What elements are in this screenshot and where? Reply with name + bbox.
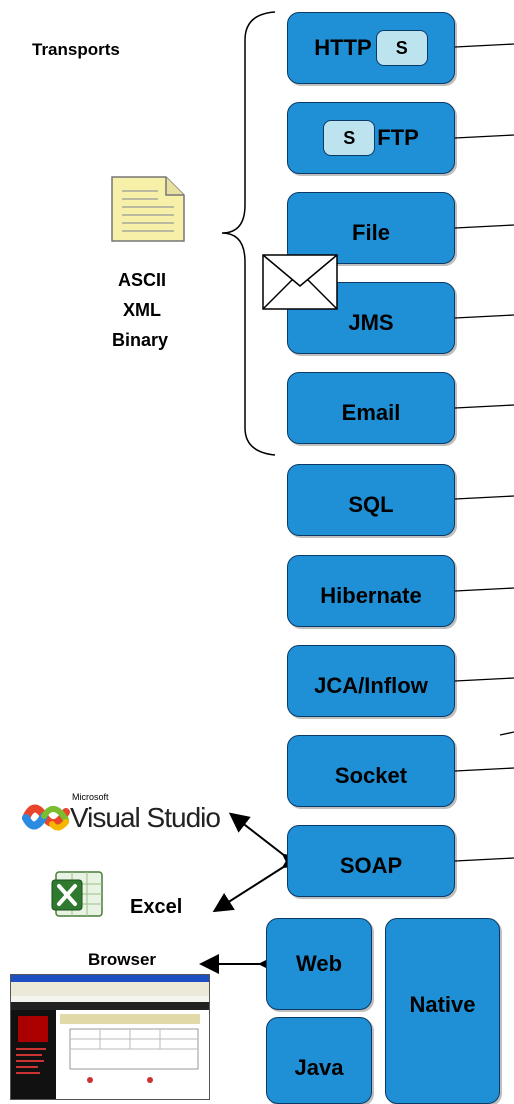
java-box: Java [266, 1017, 372, 1104]
email-label: Email [341, 400, 401, 425]
document-icon [111, 176, 185, 242]
envelope-icon [262, 254, 338, 310]
jca-label: JCA/Inflow [314, 673, 428, 698]
right-connectors [454, 43, 514, 862]
socket-box: Socket [287, 735, 455, 807]
excel-label: Excel [130, 896, 183, 918]
email-box: Email [287, 372, 455, 444]
jms-label: JMS [348, 310, 394, 335]
socket-label: Socket [334, 763, 408, 788]
sql-box: SQL [287, 464, 455, 536]
web-label: Web [295, 951, 343, 976]
http-secure-badge: S [375, 30, 428, 66]
http-box: HTTP S [287, 12, 455, 84]
web-box: Web [266, 918, 372, 1010]
vs-brand: Microsoft [72, 792, 109, 802]
soap-label: SOAP [339, 853, 403, 878]
http-label: HTTP [314, 35, 372, 60]
visual-studio-logo-icon [22, 804, 70, 831]
java-label: Java [294, 1054, 344, 1080]
native-box: Native [385, 918, 500, 1104]
hibernate-box: Hibernate [287, 555, 455, 627]
vs-name: Visual Studio [70, 802, 221, 833]
excel-icon [51, 871, 103, 917]
vs-arrow [228, 812, 304, 874]
hibernate-label: Hibernate [320, 583, 422, 608]
browser-label: Browser [88, 950, 157, 969]
transport-brace [221, 11, 276, 456]
format-ascii: ASCII [118, 270, 167, 290]
format-xml: XML [123, 300, 161, 320]
sql-label: SQL [348, 492, 394, 517]
jca-box: JCA/Inflow [287, 645, 455, 717]
excel-arrow [212, 848, 304, 913]
ftp-secure-badge: S [323, 120, 376, 156]
file-label: File [352, 220, 390, 245]
ftp-box: S FTP [287, 102, 455, 174]
soap-box: SOAP [287, 825, 455, 897]
native-label: Native [409, 992, 476, 1017]
file-box: File [287, 192, 455, 264]
transports-label: Transports [32, 40, 120, 59]
ftp-label: FTP [377, 125, 419, 150]
format-binary: Binary [112, 330, 169, 350]
browser-screenshot-icon [10, 974, 210, 1100]
